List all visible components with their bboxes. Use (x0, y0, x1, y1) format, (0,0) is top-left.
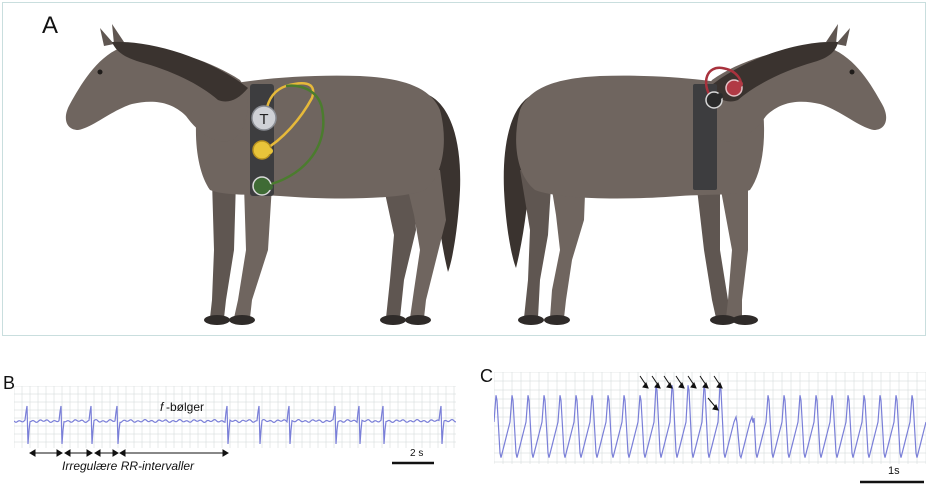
wave-arrow-head (702, 381, 709, 389)
right-horse-ear (836, 28, 850, 46)
left-horse-leg-front-near (234, 185, 272, 318)
t-electrode-label: T (259, 111, 268, 128)
green-wire (263, 84, 325, 188)
wave-arrow-head (678, 381, 685, 389)
ecg-trace-b (14, 405, 456, 445)
panel-b-label: B (3, 373, 16, 393)
red-electrode-icon (725, 79, 743, 97)
ecg-strip-b: f -bølger Irregulære RR-intervaller 2 s (14, 386, 456, 473)
rr-interval-arrows (29, 449, 229, 457)
right-horse-ear (826, 24, 838, 44)
wave-arrow-head (642, 381, 649, 389)
left-horse-ear (112, 24, 124, 44)
left-horse-leg-hind-near (402, 165, 446, 318)
yellow-wire (263, 82, 315, 152)
yellow-electrode-icon (252, 140, 273, 160)
f-wave-label: -bølger (166, 400, 204, 414)
scale-label-c: 1s (888, 465, 900, 477)
wave-arrow-head (654, 381, 661, 389)
right-horse (503, 24, 887, 325)
wave-arrow-head (716, 381, 723, 389)
right-horse-girth-band (693, 84, 717, 190)
left-horse-leg-hind-far (380, 170, 416, 318)
left-horse-hoof (229, 315, 255, 325)
right-horse-hoof (710, 315, 736, 325)
t-electrode-icon: T (251, 105, 277, 131)
left-horse-ear (100, 28, 114, 46)
left-horse-hoof (405, 315, 431, 325)
f-wave-letter: f (160, 400, 165, 414)
horse-illustration: T (65, 24, 887, 325)
wave-arrow-head (666, 381, 673, 389)
panel-c-label: C (480, 366, 493, 386)
right-horse-leg-hind-far (520, 170, 552, 318)
right-horse-eye (849, 69, 855, 75)
panel-a-label: A (42, 12, 59, 39)
wave-arrows (639, 375, 723, 411)
right-horse-leg-front-near (720, 185, 748, 318)
left-horse-hoof (204, 315, 230, 325)
right-horse-hoof (518, 315, 544, 325)
ecg-strip-c: 1s (494, 372, 926, 484)
wave-arrow-head (690, 381, 697, 389)
right-horse-hoof (732, 315, 758, 325)
green-electrode-icon (252, 176, 273, 196)
wave-arrow-head (712, 403, 719, 411)
left-horse-eye (97, 69, 103, 75)
ecg-grid-b (14, 386, 456, 448)
black-electrode-icon (705, 91, 723, 109)
ecg-trace-c (494, 385, 926, 460)
right-horse-leg-hind-near (548, 165, 586, 318)
left-horse-mane (112, 41, 248, 102)
left-horse: T (65, 24, 461, 325)
right-horse-hoof (544, 315, 570, 325)
rr-interval-label: Irregulære RR-intervaller (62, 459, 195, 473)
left-horse-leg-front-far (210, 180, 236, 318)
scale-label-b: 2 s (410, 448, 423, 459)
right-horse-leg-front-far (696, 180, 730, 318)
left-horse-hoof (380, 315, 406, 325)
